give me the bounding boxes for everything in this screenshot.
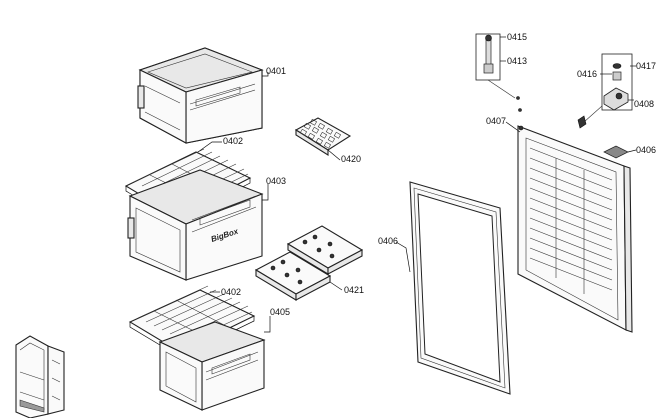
- label-0408: 0408: [634, 99, 654, 109]
- label-0403: 0403: [266, 176, 286, 186]
- drawer-0405: [158, 321, 266, 411]
- label-0406-gasket: 0406: [378, 236, 398, 246]
- drawer-0401: [137, 47, 264, 144]
- callout-labels: 0401 0402 0403 0420 0402 0405 0421 0406 …: [221, 32, 656, 317]
- label-0401: 0401: [266, 66, 286, 76]
- label-0405: 0405: [270, 307, 290, 317]
- hinge-kit-0416-0417-0408: [577, 53, 633, 129]
- label-0407: 0407: [486, 116, 506, 126]
- label-0415: 0415: [507, 32, 527, 42]
- hinge-kit-0415-0413: [475, 33, 522, 112]
- drawer-0403-bigbox: BigBox: [127, 169, 264, 281]
- label-0416: 0416: [577, 69, 597, 79]
- label-0420: 0420: [341, 154, 361, 164]
- door-0407: [517, 125, 633, 333]
- cold-packs-0421: [254, 225, 364, 301]
- appliance-thumbnail: [15, 335, 65, 418]
- small-part-0406: [603, 145, 629, 159]
- label-0402-top: 0402: [223, 136, 243, 146]
- label-0421: 0421: [344, 285, 364, 295]
- ice-tray-0420: [294, 117, 352, 156]
- label-0417: 0417: [636, 61, 656, 71]
- leader-lines: [197, 36, 637, 333]
- label-0413: 0413: [507, 56, 527, 66]
- label-0402-bottom: 0402: [221, 287, 241, 297]
- door-gasket-0406: [409, 181, 511, 395]
- label-0406-right: 0406: [636, 145, 656, 155]
